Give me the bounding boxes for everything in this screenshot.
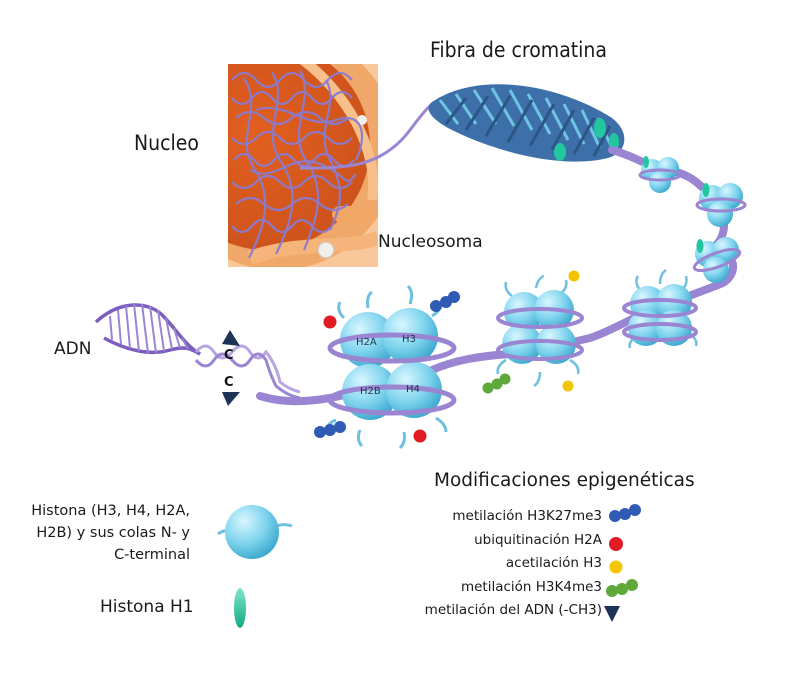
legend-mod-ubiquitination: ubiquitinación H2A xyxy=(474,531,602,548)
nucleosome-right xyxy=(622,268,698,349)
dna-double-helix: C C xyxy=(94,303,301,406)
legend-mod-icons xyxy=(604,504,641,622)
green-bead-pair-icon xyxy=(606,579,638,597)
blue-bead-pair-icon xyxy=(430,291,460,312)
legend-mods-list: metilación H3K27me3 ubiquitinación H2A a… xyxy=(425,508,602,626)
chromatin-fiber xyxy=(428,84,625,162)
label-nucleus: Nucleo xyxy=(134,131,199,155)
yellow-dot-icon xyxy=(568,270,580,282)
legend-histone-line-1: Histona (H3, H4, H2A, xyxy=(31,503,190,519)
label-nucleosome: Nucleosoma xyxy=(378,232,483,252)
small-nucleosome-3 xyxy=(692,237,742,283)
blue-bead-pair-icon xyxy=(609,504,641,522)
legend-mod-dna-methylation: metilación del ADN (-CH3) xyxy=(424,602,602,618)
label-dna: ADN xyxy=(54,339,92,359)
legend-mods-title: Modificaciones epigenéticas xyxy=(434,470,695,491)
histone-label-h3: H3 xyxy=(402,334,416,345)
red-dot-icon xyxy=(323,315,337,329)
methyl-mark-c-2: C xyxy=(224,375,234,390)
navy-triangle-icon xyxy=(222,330,240,346)
red-dot-icon xyxy=(413,429,427,443)
methyl-mark-c-1: C xyxy=(224,348,234,363)
legend-mod-h3k4me3: metilación H3K4me3 xyxy=(460,578,602,595)
nucleosome-labeled: H2A H3 H2B H4 xyxy=(324,284,457,450)
green-bead-pair-icon xyxy=(482,373,511,394)
legend-histone-icon xyxy=(217,505,293,559)
histone-label-h4: H4 xyxy=(406,384,420,395)
nucleus-illustration xyxy=(228,64,378,267)
legend-mod-acetylation: acetilación H3 xyxy=(505,555,602,571)
histone-label-h2a: H2A xyxy=(356,337,377,348)
histone-label-h2b: H2B xyxy=(360,386,381,397)
nucleosome-middle xyxy=(496,274,584,388)
legend-h1-text: Histona H1 xyxy=(100,597,194,617)
legend-histone-line-2: H2B) y sus colas N- y xyxy=(36,525,190,541)
label-chromatin-fiber: Fibra de cromatina xyxy=(430,38,607,62)
blue-bead-pair-icon xyxy=(314,421,346,438)
small-nucleosome-2 xyxy=(695,183,747,227)
navy-triangle-icon xyxy=(222,392,240,406)
legend-histone-text: Histona (H3, H4, H2A, H2B) y sus colas N… xyxy=(31,500,190,566)
red-dot-icon xyxy=(609,537,623,551)
legend-h1-icon xyxy=(234,588,246,628)
small-nucleosome-1 xyxy=(638,156,682,193)
yellow-dot-icon xyxy=(562,380,574,392)
mod-marks xyxy=(314,270,580,443)
yellow-dot-icon xyxy=(609,560,623,574)
legend-mod-h3k27me3: metilación H3K27me3 xyxy=(452,508,602,524)
navy-triangle-icon xyxy=(604,606,620,622)
legend-histone-line-3: C-terminal xyxy=(114,547,190,563)
